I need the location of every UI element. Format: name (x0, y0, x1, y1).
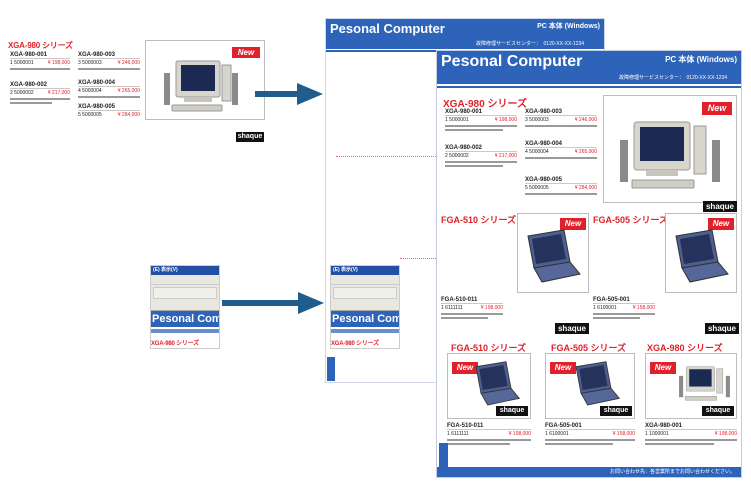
desktop-pc-icon (620, 121, 720, 189)
product-block: XGA-980-003 3 5000003¥ 246,000 (525, 109, 597, 127)
product-block: XGA-980-001 1 5000001¥ 198,000 (10, 52, 70, 70)
series-title: XGA-980 シリーズ (8, 41, 73, 50)
product-block: XGA-980-001 1 1000001¥ 198,000 (645, 423, 737, 445)
arrow-right-icon (222, 292, 324, 314)
product-block: XGA-980-005 5 5000005¥ 284,000 (525, 177, 597, 195)
page-footer: お問い合わせ先：各営業所までお問い合わせください。 (437, 467, 741, 477)
laptop-icon (675, 229, 729, 283)
toolbar (151, 275, 219, 311)
window-titlebar: (E) 表示(V) (151, 266, 219, 275)
series-title: FGA-510 シリーズ (451, 343, 527, 353)
product-block: XGA-980-002 2 5000002¥ 217,000 (10, 82, 70, 104)
series-title: FGA-510 シリーズ (441, 215, 517, 225)
product-image-card: New shaque (545, 353, 635, 419)
product-image-card: New (517, 213, 589, 293)
product-image-card: New (665, 213, 737, 293)
product-image-card: New (145, 40, 265, 120)
product-block: FGA-505-001 1 6100001¥ 158,000 (593, 297, 655, 319)
new-badge: New (232, 47, 260, 58)
guide-line (400, 258, 436, 259)
laptop-icon (527, 229, 581, 283)
product-block: XGA-980-004 4 5000004¥ 265,000 (525, 141, 597, 159)
product-block: FGA-505-001 1 6100001¥ 158,000 (545, 423, 635, 445)
desktop-pc-icon (679, 366, 730, 401)
product-block: XGA-980-003 3 5000003¥ 246,000 (78, 52, 140, 70)
product-block: FGA-510-011 1 6111111¥ 198,000 (447, 423, 531, 445)
desktop-pc-icon (164, 60, 238, 112)
product-image-card: New shaque (447, 353, 531, 419)
page-title: Pesonal Compute (151, 311, 220, 327)
source-catalog-thumb: XGA-980 シリーズ XGA-980-001 1 5000001¥ 198,… (8, 40, 142, 122)
series-title: FGA-505 シリーズ (551, 343, 627, 353)
series-title: FGA-505 シリーズ (593, 215, 669, 225)
source-window-thumb: (E) 表示(V) Pesonal Compute XGA-980 シリーズ (150, 265, 220, 349)
laptop-icon (575, 361, 621, 406)
side-tab (327, 357, 335, 381)
page-header: Pesonal Computer PC 本体 (Windows) (437, 51, 741, 73)
inserted-window: (E) 表示(V) Pesonal Compu XGA-980 シリーズ (330, 265, 400, 349)
series-title: XGA-980 シリーズ (443, 99, 527, 110)
brand-label: shaque (236, 132, 264, 142)
page-header: Pesonal Computer PC 本体 (Windows) (326, 19, 604, 39)
product-image-card: New shaque (645, 353, 737, 419)
product-block: FGA-510-011 1 6111111¥ 198,000 (441, 297, 503, 319)
arrow-right-icon (255, 83, 323, 105)
layout-page-front: Pesonal Computer PC 本体 (Windows) 故障修理サービ… (436, 50, 742, 478)
series-title: XGA-980 シリーズ (647, 343, 723, 353)
product-block: XGA-980-005 5 5000005¥ 284,000 (78, 104, 140, 118)
product-block: XGA-980-001 1 5000001¥ 198,000 (445, 109, 517, 131)
side-tab (439, 443, 448, 471)
product-image-card: New (603, 95, 737, 203)
product-block: XGA-980-002 2 5000002¥ 217,000 (445, 145, 517, 167)
product-block: XGA-980-004 4 5000004¥ 265,000 (78, 80, 140, 98)
laptop-icon (475, 361, 521, 406)
guide-line (336, 156, 436, 157)
